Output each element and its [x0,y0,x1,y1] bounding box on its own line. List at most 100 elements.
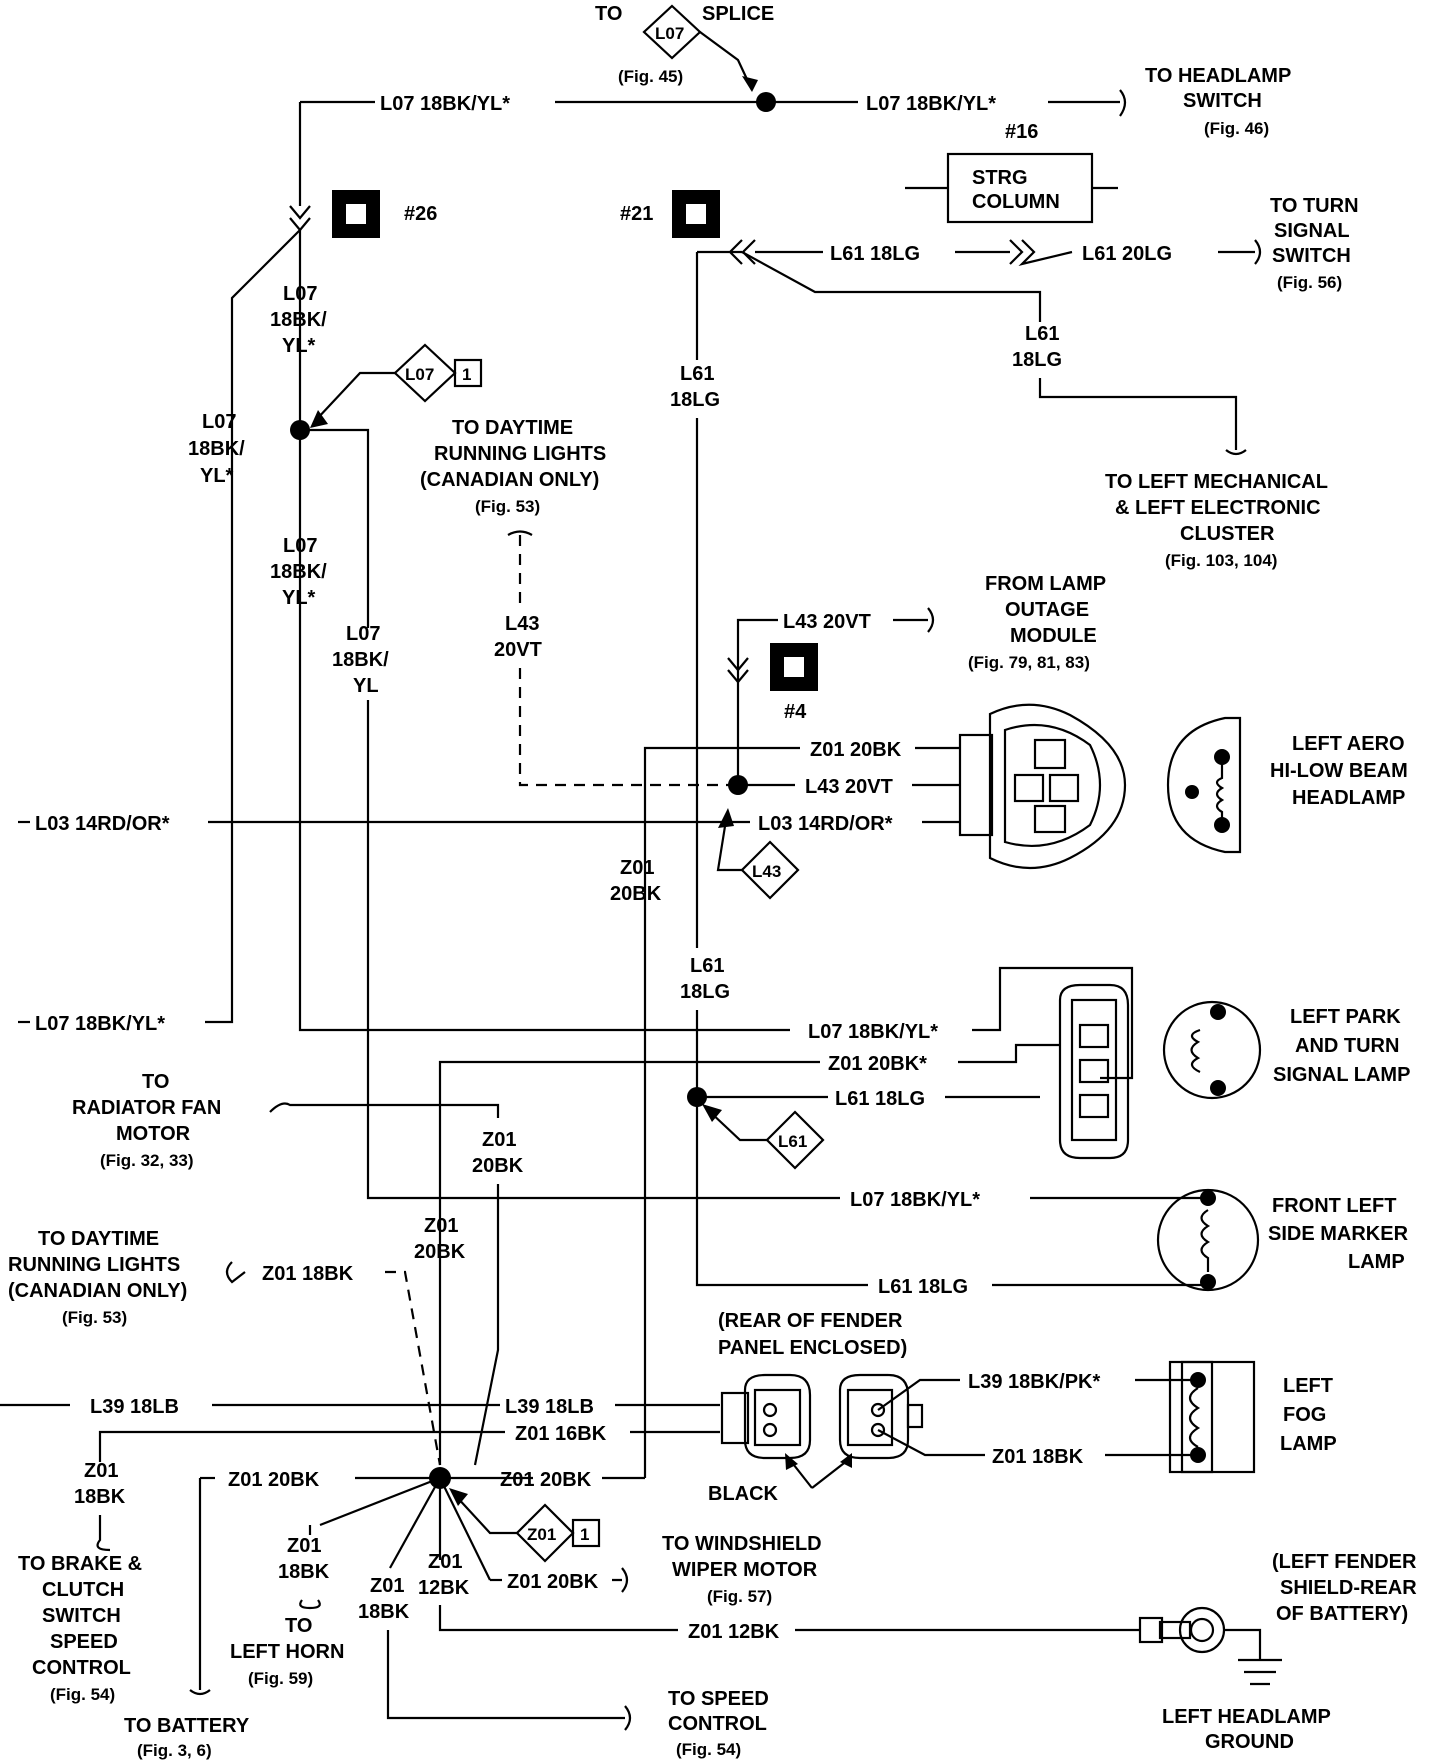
l43-splice-arrow [716,819,742,872]
outage-3: MODULE [1010,625,1097,647]
strg-column-2: COLUMN [972,191,1060,213]
horn-2: LEFT HORN [230,1641,344,1663]
outage-ref: (Fig. 79, 81, 83) [968,653,1090,672]
l43-top-label: L43 20VT [783,611,871,633]
fog-lamp-2: FOG [1283,1404,1326,1426]
park-turn-connector [1058,983,1130,1160]
z01-horn-stub [299,1599,321,1610]
splice-top-arrow [699,31,753,91]
fog-lamp-1: LEFT [1283,1375,1333,1397]
battery-ref: (Fig. 3, 6) [137,1741,212,1760]
turn-signal-2: SIGNAL [1274,220,1350,242]
l07-inner-wire [366,700,840,1200]
c26-pin [289,205,311,232]
z01-16bk-wire [98,1430,505,1462]
strg-column-box [946,152,1094,224]
ground-2: GROUND [1205,1731,1294,1753]
fog-lamp-icon [1168,1360,1256,1474]
drl-top-ref: (Fig. 53) [475,497,540,516]
l07-inner-1: L07 [346,623,380,645]
splice-top-label: SPLICE [702,3,774,25]
l07-outer-2: 18BK/ [188,438,245,460]
l07-top-left-label: L07 18BK/YL* [380,93,510,115]
fender-shield-1: (LEFT FENDER [1272,1551,1417,1573]
black-label: BLACK [708,1483,779,1505]
l61-marker-label: L61 18LG [878,1276,968,1298]
z01-12bk-wire [438,1605,678,1632]
l61-vert-2: 18LG [670,389,720,411]
z01-speed-2: 18BK [358,1601,410,1623]
c4-pin [727,657,749,684]
l61-c16-pin [955,239,1073,266]
drl-top-1: TO DAYTIME [452,417,573,439]
l07-splice-tag [393,343,457,403]
l07-inner-branch [300,428,370,628]
drl-bottom-ref: (Fig. 53) [62,1308,127,1327]
z01-park-wire [438,1060,820,1465]
black-arrows [789,1459,849,1489]
l43-vert-wire [736,618,778,785]
z01-wiper-label: Z01 20BK [507,1571,599,1593]
z01-park-label: Z01 20BK* [828,1053,927,1075]
brake-3: SWITCH [42,1605,121,1627]
wiper-ref: (Fig. 57) [707,1587,772,1606]
z01-to-battery [189,1478,211,1696]
z01-brake-1: Z01 [84,1460,118,1482]
z01-16bk-label: Z01 16BK [515,1423,607,1445]
z01-vert-c-2: 20BK [414,1241,466,1263]
z01-splice-label: Z01 20BK [500,1469,592,1491]
z01-wiper-stub [612,1567,629,1593]
l07-top-right-label: L07 18BK/YL* [866,93,996,115]
l07-splice-code: L07 [405,365,434,384]
fender-connector-left [720,1373,812,1460]
l07-splice-arrowhead [310,410,328,428]
radiator-ref: (Fig. 32, 33) [100,1151,194,1170]
c26-connector-inner [346,204,366,224]
l61-20lg-label: L61 20LG [1082,243,1172,265]
drl-top-3: (CANADIAN ONLY) [420,469,599,491]
z01-splice-tag-box [571,1518,601,1548]
fog-lamp-3: LAMP [1280,1433,1337,1455]
l43-to-outage [893,607,935,633]
drl-top-2: RUNNING LIGHTS [434,443,606,465]
l07-inner-3: YL [353,675,379,697]
c26-label: #26 [404,203,437,225]
park-turn-2: AND TURN [1295,1035,1399,1057]
l07-mid-wire [298,230,790,1032]
fender-shield-3: OF BATTERY) [1276,1603,1408,1625]
l61-splice-arrow [707,1109,767,1142]
l07-outer-wire [205,229,301,1024]
headlamp-connector [958,703,1127,870]
z01-horn-1: Z01 [287,1535,321,1557]
l61-splice-arrowhead [702,1104,722,1122]
l43-vert-2: 20VT [494,639,542,661]
z01-fog-label: Z01 18BK [992,1446,1084,1468]
z01-vert-a-2: 20BK [610,883,662,905]
fender-note-1: (REAR OF FENDER [718,1310,903,1332]
l07-splice-arrow [315,371,395,421]
z01-vert-c-1: Z01 [424,1215,458,1237]
park-turn-bulb-icon [1162,1000,1262,1100]
l07-splice-tag-box [453,358,483,388]
z01-12bk-ground-label: Z01 12BK [688,1621,780,1643]
black-arrowhead-left [785,1453,798,1470]
brake-2: CLUTCH [42,1579,124,1601]
z01-12bk-2: 12BK [418,1577,470,1599]
drl-bottom-stub [225,1261,246,1284]
l39-right-label: L39 18LB [505,1396,594,1418]
z01-drl-label: Z01 18BK [262,1263,354,1285]
splice-top-tag [642,4,702,60]
c21-pin [697,239,756,265]
strg-column-1: STRG [972,167,1028,189]
splice-top-dot [756,92,776,112]
splice-top-ref: (Fig. 45) [618,67,683,86]
l07-mid-3: YL* [282,587,316,609]
brake-5: CONTROL [32,1657,131,1679]
drl-bottom-2: RUNNING LIGHTS [8,1254,180,1276]
l61-lower-2: 18LG [680,981,730,1003]
z01-wiper-branch [439,1477,491,1581]
l07-outer-3: YL* [200,465,234,487]
z01-speed-branch [389,1477,441,1569]
headlamp-3: HEADLAMP [1292,787,1405,809]
